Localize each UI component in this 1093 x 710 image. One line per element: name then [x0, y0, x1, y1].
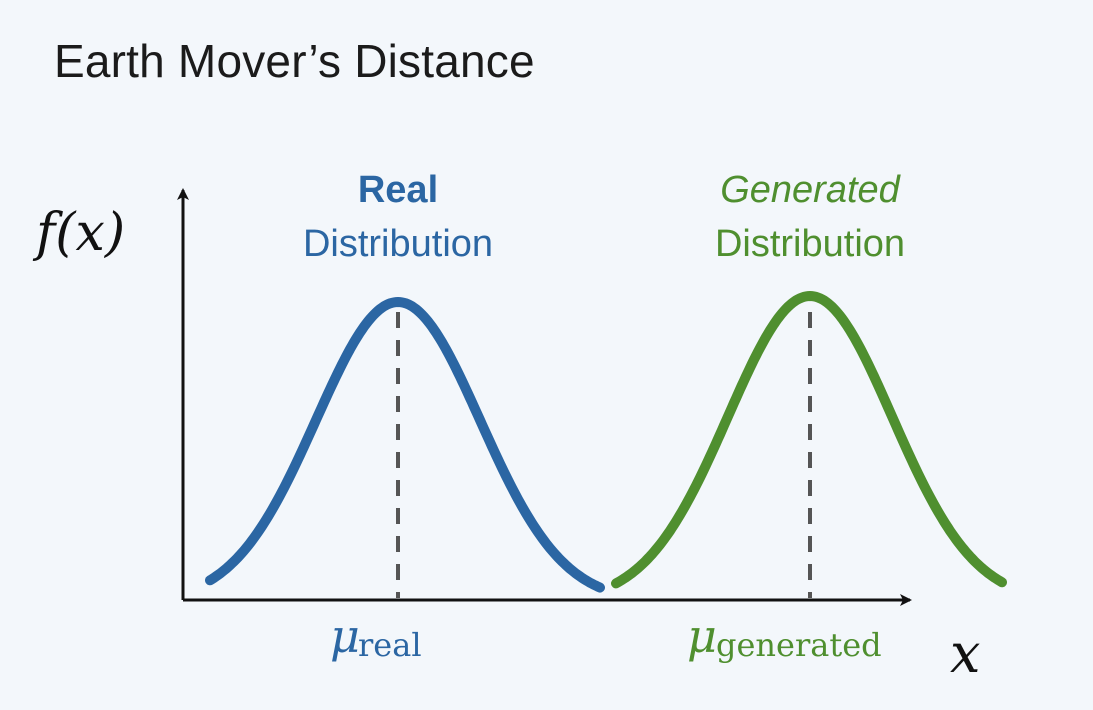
real-mean-symbol: μ	[330, 609, 360, 663]
real-mean-label: μ real	[330, 609, 422, 664]
generated-mean-symbol: μ	[687, 609, 717, 663]
real-label-line2: Distribution	[303, 223, 493, 265]
generated-label-line1: Generated	[720, 169, 901, 211]
y-axis-label: f(x)	[32, 203, 125, 263]
generated-mean-label: μ generated	[687, 609, 882, 664]
generated-distribution-curve	[611, 290, 1007, 589]
slide-title: Earth Mover’s Distance	[54, 35, 535, 87]
real-mean-subscript: real	[358, 626, 422, 664]
real-distribution-curve	[205, 296, 605, 593]
real-label-line1: Real	[358, 169, 438, 211]
generated-label-line2: Distribution	[715, 223, 905, 265]
x-axis-label: x	[950, 622, 980, 685]
generated-mean-subscript: generated	[716, 626, 882, 664]
